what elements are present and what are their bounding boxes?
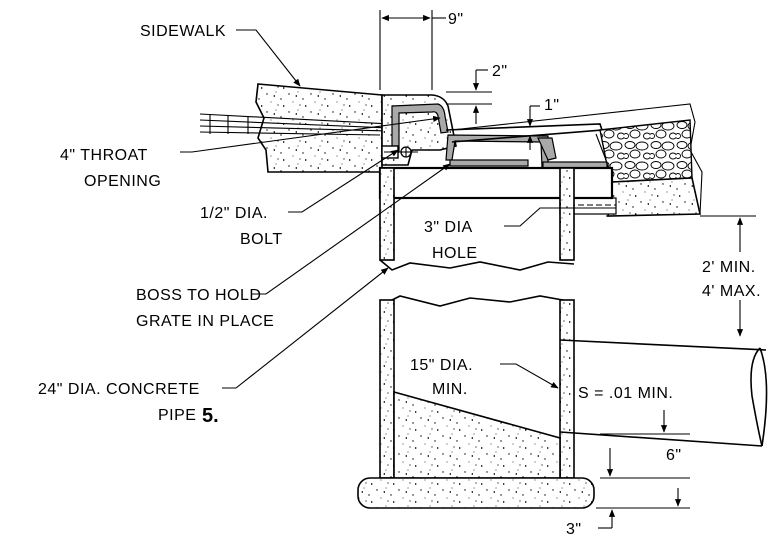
pipe15-leader — [500, 363, 559, 389]
hole-leader — [504, 207, 616, 227]
label-pipe24-1: 24" DIA. CONCRETE — [38, 381, 200, 398]
boss-leader — [252, 163, 451, 295]
throat-leader — [180, 115, 441, 153]
label-bolt-2: BOLT — [240, 231, 283, 248]
label-9-inch: 9" — [448, 11, 464, 28]
ground-hatching — [199, 113, 391, 136]
label-throat-1: 4" THROAT — [60, 147, 148, 164]
dim-2-inch — [446, 69, 492, 124]
dim-9-inch — [379, 10, 446, 90]
lower-pipe-barrel — [357, 295, 595, 509]
label-boss-2: GRATE IN PLACE — [136, 313, 274, 330]
label-throat-2: OPENING — [84, 173, 161, 190]
label-boss-1: BOSS TO HOLD — [136, 287, 261, 304]
label-pipe15-1: 15" DIA. — [410, 357, 473, 374]
dim-3-inch — [596, 488, 690, 529]
label-depth-2: 4' MAX. — [702, 283, 761, 300]
label-2-inch: 2" — [492, 63, 508, 80]
bolt-leader — [288, 149, 399, 213]
outlet-pipe — [559, 339, 768, 447]
label-3-inch: 3" — [566, 521, 582, 538]
label-1-inch: 1" — [544, 97, 560, 114]
label-6-inch: 6" — [666, 447, 682, 464]
label-sidewalk: SIDEWALK — [140, 23, 226, 40]
label-bolt-1: 1/2" DIA. — [200, 205, 268, 222]
label-pipe24-2: PIPE — [158, 407, 196, 424]
label-depth-1: 2' MIN. — [702, 259, 756, 276]
label-hole-2: HOLE — [432, 245, 478, 262]
label-hole-1: 3" DIA — [424, 219, 473, 236]
upper-pipe-barrel — [378, 166, 614, 271]
label-pipe24-number: 5. — [202, 405, 219, 427]
dim-6-inch — [600, 410, 690, 479]
sidewalk-leader — [236, 29, 301, 87]
label-pipe15-2: MIN. — [432, 381, 468, 398]
dim-1-inch — [526, 105, 540, 150]
dim-depth — [700, 215, 756, 337]
label-slope: S = .01 MIN. — [578, 385, 673, 402]
pipe24-leader — [222, 267, 389, 389]
